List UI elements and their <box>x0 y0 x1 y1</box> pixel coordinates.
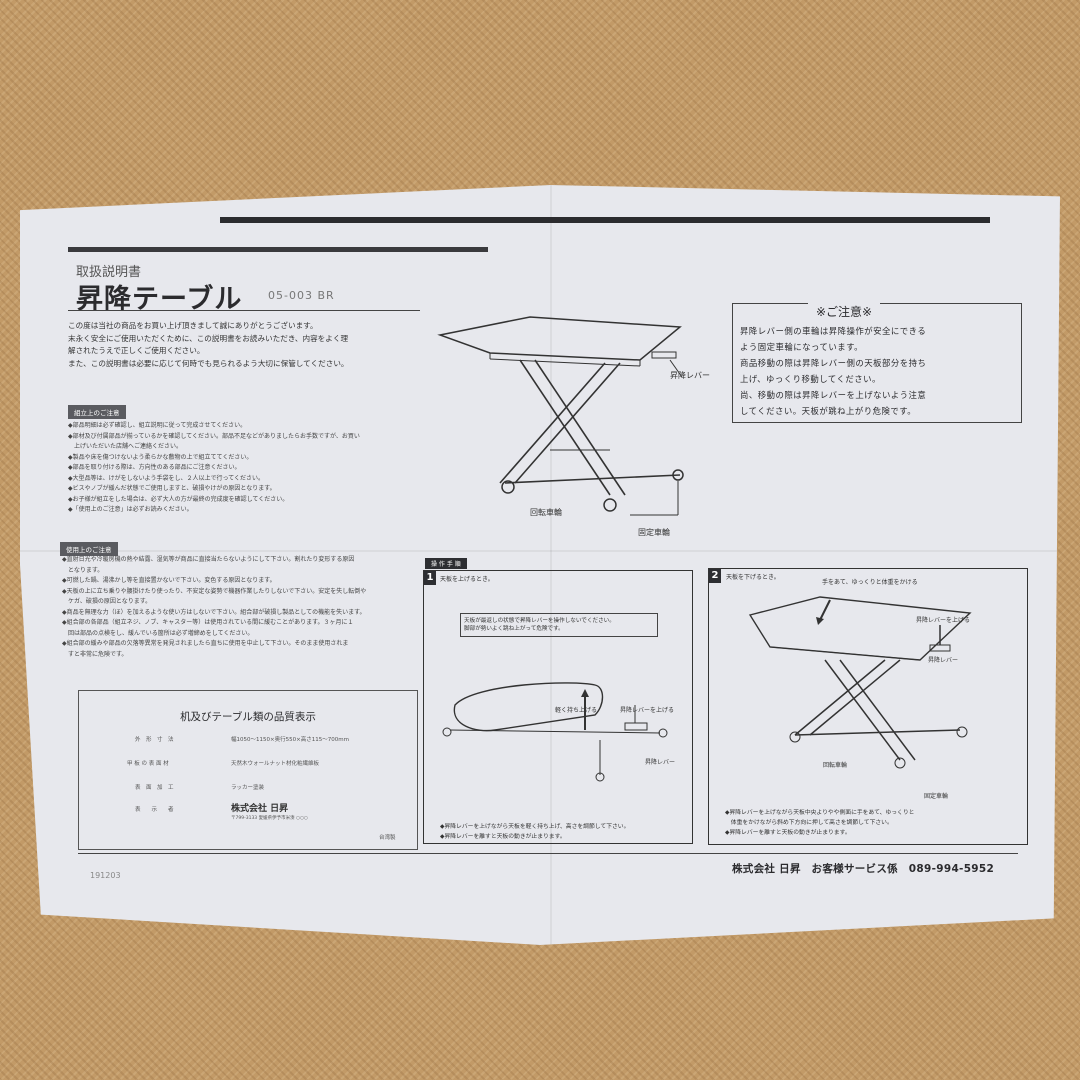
step1-lift-label: 軽く持ち上げる <box>555 707 598 714</box>
step2-number: 2 <box>709 569 721 583</box>
list-item: ◆製品や床を傷つけないよう柔らかな敷物の上で組立ててください。 <box>68 453 253 461</box>
step2-diagram <box>748 596 972 769</box>
quality-row-value: 天然木ウォールナット材化粧繊維板 <box>231 761 320 767</box>
quality-origin: 台湾製 <box>379 835 396 841</box>
list-item: ◆お子様が組立をした場合は、必ず大人の方が最終の完成度を確認してください。 <box>68 495 289 503</box>
assembly-section-label: 組立上のご注意 <box>68 405 126 419</box>
step2-caster-label: 回転車輪 <box>823 762 848 769</box>
intro-text: この度は当社の商品をお買い上げ頂きまして誠にありがとうございます。 末永く安全に… <box>68 320 418 370</box>
step2-note: 体重をかけながら斜め下方向に押して高さを調節して下さい。 <box>725 820 893 826</box>
list-item: ◆直射日光や冷暖房機の熱や結露、湿気等が商品に直接当たらないようにして下さい。割… <box>62 556 355 563</box>
quality-row-label: 甲 板 の 表 面 材 <box>127 761 169 767</box>
list-item: ◆ビスやノブが緩んだ状態でご使用しますと、破損やけがの原因となります。 <box>68 485 276 492</box>
intro-line: この度は当社の商品をお買い上げ頂きまして誠にありがとうございます。 <box>68 321 318 330</box>
table-diagram <box>437 316 684 516</box>
quality-row-value: 幅1050〜1150×奥行550×高さ115〜700mm <box>231 737 349 743</box>
document-subtitle: 取扱説明書 <box>76 265 142 280</box>
list-item: 上げいただいた店舗へご連絡ください。 <box>68 443 183 450</box>
quality-row-label: 外 形 寸 法 <box>135 737 174 743</box>
step1-warning-line: 脚部が勢いよく跳ね上がって危険です。 <box>464 626 564 632</box>
step2-panel <box>708 568 1028 845</box>
caution-text: 昇降レバー側の車輪は昇降操作が安全にできる よう固定車輪になっています。 商品移… <box>740 323 1015 419</box>
list-item: 回は部品の点検をし、緩んでいる箇所は必ず増締めをしてください。 <box>62 629 254 637</box>
caution-line: 商品移動の際は昇降レバー側の天板部分を持ち <box>740 358 927 368</box>
list-item: ◆大型品等は、けがをしないよう手袋をし、２人以上で行ってください。 <box>68 474 265 482</box>
quality-row-value: ラッカー塗装 <box>231 785 265 791</box>
intro-line: 解されたうえで正しくご使用ください。 <box>68 346 205 355</box>
intro-line: 末永く安全にご使用いただくために、この説明書をお読みいただき、内容をよく理 <box>68 333 349 343</box>
step1-panel <box>423 570 693 844</box>
step2-hand-label: 手をあて、ゆっくりと体重をかける <box>822 579 918 586</box>
list-item: すと非常に危険です。 <box>62 650 128 658</box>
list-item: ◆可燃した鍋、湯沸かし等を直接置かないで下さい。変色する原因となります。 <box>62 577 276 584</box>
step1-lever-label: 昇降レバー <box>645 759 676 766</box>
step2-note: ◆昇降レバーを上げながら天板中央よりやや側面に手をあて、ゆっくりと <box>725 810 915 816</box>
step2-lever-label: 昇降レバー <box>928 657 959 664</box>
quality-title: 机及びテーブル類の品質表示 <box>180 711 316 723</box>
document-title: 昇降テーブル <box>76 284 243 315</box>
caution-line: 昇降レバー側の車輪は昇降操作が安全にできる <box>740 326 927 336</box>
step2-heading: 天板を下げるとき。 <box>726 574 780 581</box>
quality-label-box: 机及びテーブル類の品質表示 外 形 寸 法 幅1050〜1150×奥行550×高… <box>78 690 418 850</box>
quality-company: 株式会社 日昇 <box>231 804 289 814</box>
list-item: ◆商品を無理な力（ほ）を加えるような使い方はしないで下さい。組合部が破損し製品と… <box>62 608 366 616</box>
fold-line-horizontal <box>20 550 1060 552</box>
step1-number: 1 <box>424 571 436 585</box>
step1-raise-lever-label: 昇降レバーを上げる <box>620 707 675 714</box>
list-item: ◆「使用上のご注意」は必ずお読みください。 <box>68 506 193 513</box>
list-item: ◆部材及び付属部品が揃っているかを確認してください。部品不足などがありましたらお… <box>68 432 360 440</box>
operation-label: 操 作 手 順 <box>425 558 467 569</box>
intro-line: また、この説明書は必要に応じて何時でも見られるよう大切に保管してください。 <box>68 358 349 368</box>
list-item: となります。 <box>62 566 104 574</box>
list-item: ケガ、破損の原因となります。 <box>62 598 152 605</box>
step2-raise-lever-label: 昇降レバーを上げる <box>916 617 971 624</box>
step1-note: ◆昇降レバーを上げながら天板を軽く持ち上げ、高さを調節して下さい。 <box>440 824 630 830</box>
fixed-wheel-label: 固定車輪 <box>638 528 670 537</box>
fold-line-vertical <box>550 185 552 945</box>
list-item: ◆天板の上に立ち乗りや腰掛けたり使ったり、不安定な姿勢で機器作業したりしないで下… <box>62 587 367 595</box>
list-item: ◆部品明細は必ず確認し、組立説明に従って完成させてください。 <box>68 422 247 429</box>
step1-diagram <box>442 682 668 782</box>
header-rule <box>68 247 488 252</box>
instruction-sheet: 取扱説明書 昇降テーブル 05-003 BR この度は当社の商品をお買い上げ頂き… <box>20 185 1060 945</box>
caution-line: よう固定車輪になっています。 <box>740 342 863 352</box>
usage-section-label: 使用上のご注意 <box>60 542 118 556</box>
footer-code: 191203 <box>90 871 121 880</box>
step2-fixed-label: 固定車輪 <box>924 793 949 800</box>
footer-company: 株式会社 日昇 お客様サービス係 089-994-5952 <box>732 863 995 875</box>
list-item: ◆組合部の緩みや部品の欠落等異常を発見されましたら直ちに使用を中止して下さい。そ… <box>62 640 349 647</box>
footer-rule <box>78 853 1018 854</box>
step1-heading: 天板を上げるとき。 <box>440 576 494 583</box>
step1-warning-box: 天板が最返しの状態で昇降レバーを操作しないでください。 脚部が勢いよく跳ね上がっ… <box>460 613 658 637</box>
lever-label: 昇降レバー <box>670 371 710 380</box>
caster-label: 回転車輪 <box>530 508 562 517</box>
caution-title: ※ご注意※ <box>808 303 881 320</box>
assembly-notes: ◆部品明細は必ず確認し、組立説明に従って完成させてください。 ◆部材及び付属部品… <box>68 421 428 516</box>
caution-line: 尚、移動の際は昇降レバーを上げないよう注意 <box>740 390 927 400</box>
title-underline <box>68 310 420 311</box>
quality-row-label: 表 示 者 <box>135 807 174 813</box>
list-item: ◆部品を取り付ける際は、方向性のある部品にご注意ください。 <box>68 464 241 471</box>
caution-line: してください。天板が跳ね上がり危険です。 <box>740 406 917 416</box>
top-rule <box>220 217 990 223</box>
usage-notes: ◆直射日光や冷暖房機の熱や結露、湿気等が商品に直接当たらないようにして下さい。割… <box>62 555 430 660</box>
quality-address: 〒799-3133 愛媛県伊予市米湊 ○○○ <box>231 816 308 821</box>
list-item: ◆組合部の各部品（組立ネジ、ノブ、キャスター等）は使用されている間に緩むことがあ… <box>62 619 354 626</box>
quality-row-label: 表 面 加 工 <box>135 785 174 791</box>
caution-line: 上げ、ゆっくり移動してください。 <box>740 374 881 384</box>
step1-warning-line: 天板が最返しの状態で昇降レバーを操作しないでください。 <box>464 618 615 624</box>
step1-note: ◆昇降レバーを離すと天板の動きが止まります。 <box>440 834 566 840</box>
model-number: 05-003 BR <box>268 289 335 302</box>
step2-note: ◆昇降レバーを離すと天板の動きが止まります。 <box>725 830 851 836</box>
